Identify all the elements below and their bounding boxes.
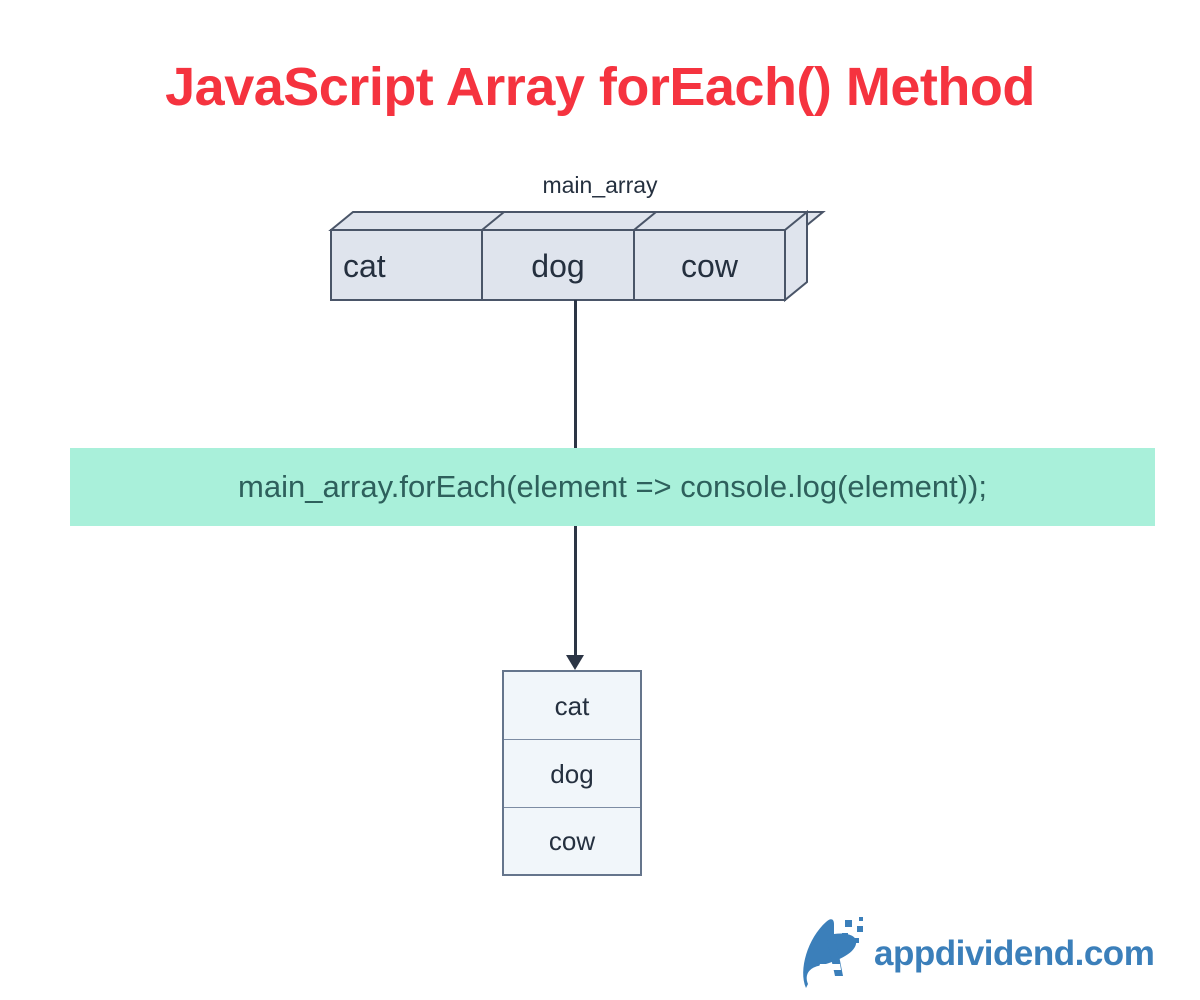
logo-pixel-dot <box>859 917 863 921</box>
source-array-box <box>320 200 840 320</box>
arrow-head-icon <box>566 655 584 670</box>
array-cell-value: cat <box>343 248 386 284</box>
code-statement-bar: main_array.forEach(element => console.lo… <box>70 448 1155 526</box>
logo-pixel-dot <box>845 920 852 927</box>
logo-pixel-dot <box>857 926 863 932</box>
connector-line-array-to-code <box>574 300 577 450</box>
output-list-item: cat <box>504 672 640 740</box>
logo-letter-a-crossbar <box>818 964 841 970</box>
output-list-item: dog <box>504 740 640 808</box>
code-statement-text: main_array.forEach(element => console.lo… <box>238 469 987 504</box>
output-list-item: cow <box>548 826 596 856</box>
logo-pixel-dot <box>854 938 859 943</box>
output-list-box: cat dog cow <box>502 670 642 876</box>
array-box-top-face <box>328 211 826 231</box>
logo-pixel-dot <box>846 945 851 950</box>
array-cell-value: dog <box>531 248 585 284</box>
brand-name-text: appdividend.com <box>874 934 1155 973</box>
brand-logo[interactable]: appdividend.com <box>796 912 1192 996</box>
array-variable-label: main_array <box>542 172 658 198</box>
connector-line-code-to-output <box>574 525 577 662</box>
array-cell-value: cow <box>681 248 738 284</box>
array-box-shape <box>328 209 826 303</box>
logo-pixel-dot <box>842 933 848 939</box>
logo-swoosh <box>803 919 857 988</box>
appdividend-logo-icon <box>803 917 863 988</box>
logo-pixel-dot <box>836 944 840 948</box>
array-cell-divider-top <box>633 211 657 231</box>
page-title: JavaScript Array forEach() Method <box>165 57 1035 117</box>
array-cell-divider-top <box>481 211 505 231</box>
array-box-front-face <box>330 229 786 301</box>
